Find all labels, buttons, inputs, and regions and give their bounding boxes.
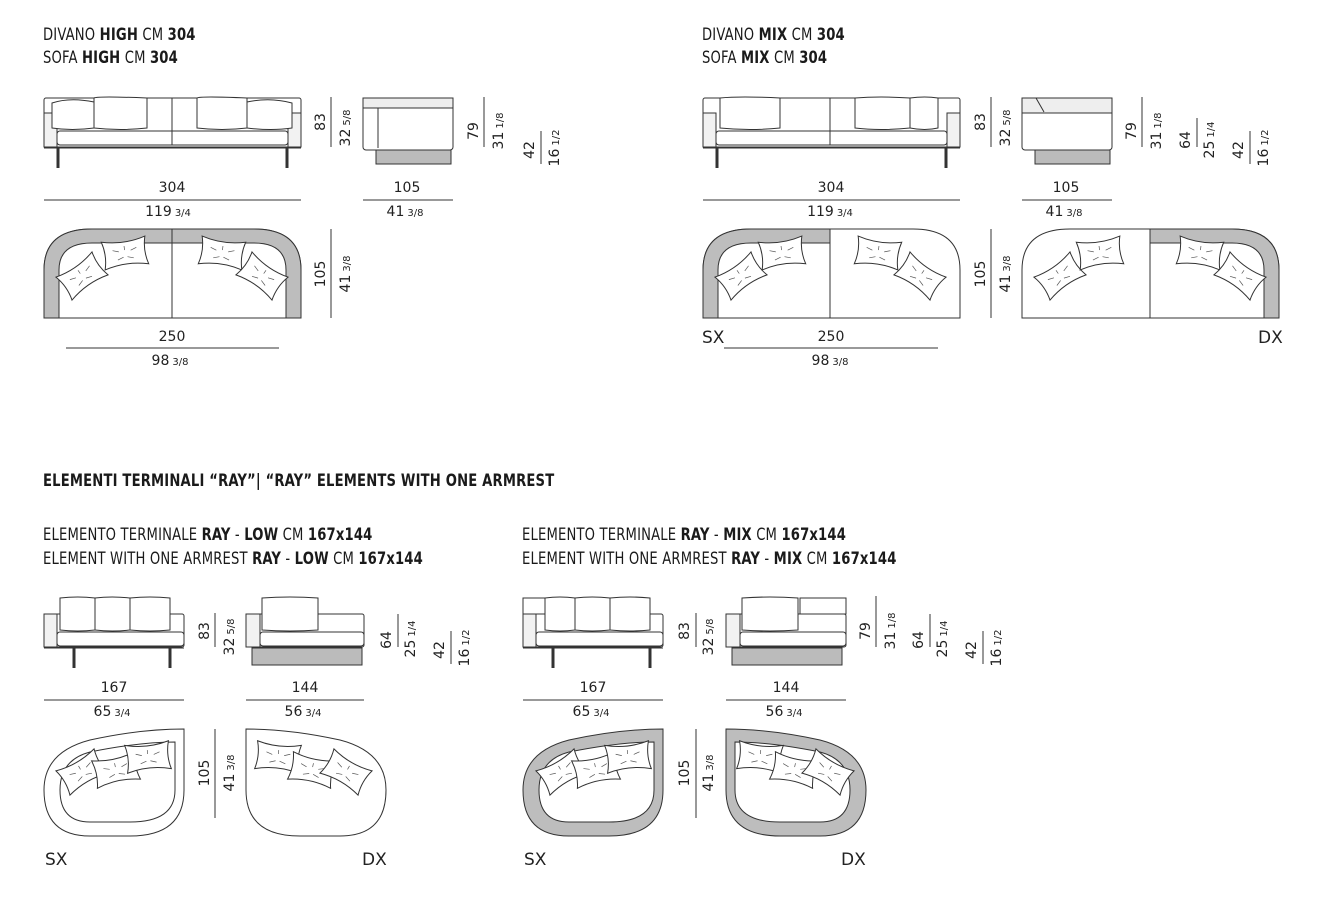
ray-mix-plan-view-dx — [725, 728, 867, 837]
sofa-mix-height-in: 325/8 — [998, 110, 1014, 147]
sofa-mix-back-in: 251/4 — [1202, 122, 1218, 159]
sofa-mix-plan-width-cm: 250 — [818, 329, 845, 345]
ray-mix-front-view — [522, 596, 664, 668]
ray-low-plan-depth-in: 413/8 — [222, 755, 238, 792]
sofa-high-width-cm: 304 — [159, 180, 186, 196]
sofa-mix-side-view — [1021, 97, 1113, 165]
sofa-mix-seat-in: 161/2 — [1256, 130, 1272, 167]
sofa-mix-side-height-in: 311/8 — [1149, 113, 1165, 150]
ray-elements-section-title: ELEMENTI TERMINALI “RAY”| “RAY” ELEMENTS… — [43, 471, 555, 491]
ray-low-plan-view-dx — [245, 728, 387, 837]
ray-low-title-it: ELEMENTO TERMINALE RAY - LOW CM 167x144 — [43, 525, 373, 545]
ray-mix-sx-label: SX — [524, 850, 547, 870]
sofa-mix-plan-depth-cm: 105 — [973, 261, 989, 288]
ray-mix-back-cm: 64 — [911, 631, 927, 649]
ray-low-back-cm: 64 — [379, 631, 395, 649]
sofa-mix-dx-label: DX — [1258, 328, 1283, 348]
sofa-mix-width-cm: 304 — [818, 180, 845, 196]
sofa-high-title-en: SOFA HIGH CM 304 — [43, 48, 178, 68]
ray-mix-side-height-in: 311/8 — [883, 613, 899, 650]
ray-mix-w1-cm: 167 — [580, 680, 607, 696]
sofa-mix-depth-cm: 105 — [1053, 180, 1080, 196]
ray-mix-seat-cm: 42 — [964, 641, 980, 659]
sofa-mix-sx-label: SX — [702, 328, 725, 348]
ray-low-dx-label: DX — [362, 850, 387, 870]
ray-low-height-in: 325/8 — [222, 619, 238, 656]
ray-low-side-view — [245, 596, 365, 666]
sofa-high-height-cm: 83 — [313, 113, 329, 131]
sofa-mix-seat-cm: 42 — [1231, 141, 1247, 159]
ray-low-seat-cm: 42 — [432, 641, 448, 659]
ray-low-w2-cm: 144 — [292, 680, 319, 696]
sofa-high-plan-width-cm: 250 — [159, 329, 186, 345]
sofa-high-side-height-in: 311/8 — [491, 113, 507, 150]
ray-low-seat-in: 161/2 — [457, 630, 473, 667]
ray-mix-seat-in: 161/2 — [989, 630, 1005, 667]
ray-low-plan-depth-cm: 105 — [197, 760, 213, 787]
sofa-mix-title-en: SOFA MIX CM 304 — [702, 48, 828, 68]
ray-mix-w2-cm: 144 — [773, 680, 800, 696]
sofa-high-title-it: DIVANO HIGH CM 304 — [43, 25, 196, 45]
sofa-mix-side-height-cm: 79 — [1124, 122, 1140, 140]
sofa-high-front-view — [43, 96, 302, 168]
sofa-high-plan-depth-in: 413/8 — [338, 256, 354, 293]
ray-mix-height-in: 325/8 — [701, 619, 717, 656]
ray-low-w1-cm: 167 — [101, 680, 128, 696]
sofa-mix-plan-view-dx — [1021, 228, 1280, 319]
sofa-high-depth-cm: 105 — [394, 180, 421, 196]
sofa-high-plan-depth-cm: 105 — [313, 261, 329, 288]
ray-low-title-en: ELEMENT WITH ONE ARMREST RAY - LOW CM 16… — [43, 549, 423, 569]
sofa-mix-plan-depth-in: 413/8 — [998, 256, 1014, 293]
ray-mix-side-view — [725, 596, 847, 666]
ray-mix-back-in: 251/4 — [935, 621, 951, 658]
ray-mix-side-height-cm: 79 — [858, 622, 874, 640]
sofa-high-height-in: 325/8 — [338, 110, 354, 147]
ray-mix-plan-depth-in: 413/8 — [701, 755, 717, 792]
sofa-mix-plan-view-sx — [702, 228, 961, 319]
sofa-mix-title-it: DIVANO MIX CM 304 — [702, 25, 845, 45]
ray-mix-plan-depth-cm: 105 — [677, 760, 693, 787]
ray-mix-dx-label: DX — [841, 850, 866, 870]
ray-mix-title-en: ELEMENT WITH ONE ARMREST RAY - MIX CM 16… — [522, 549, 897, 569]
sofa-mix-height-cm: 83 — [973, 113, 989, 131]
sofa-high-seat-in: 161/2 — [547, 130, 563, 167]
sofa-high-seat-cm: 42 — [522, 141, 538, 159]
ray-low-height-cm: 83 — [197, 622, 213, 640]
sofa-mix-front-view — [702, 96, 961, 168]
ray-mix-plan-view-sx — [522, 728, 664, 837]
ray-low-plan-view-sx — [43, 728, 185, 837]
sofa-mix-back-cm: 64 — [1178, 131, 1194, 149]
ray-mix-height-cm: 83 — [677, 622, 693, 640]
ray-low-back-in: 251/4 — [403, 621, 419, 658]
sofa-high-plan-view — [43, 228, 302, 319]
ray-mix-title-it: ELEMENTO TERMINALE RAY - MIX CM 167x144 — [522, 525, 847, 545]
sofa-high-side-view — [362, 97, 454, 165]
sofa-high-side-height-cm: 79 — [466, 122, 482, 140]
ray-low-sx-label: SX — [45, 850, 68, 870]
ray-low-front-view — [43, 596, 185, 668]
